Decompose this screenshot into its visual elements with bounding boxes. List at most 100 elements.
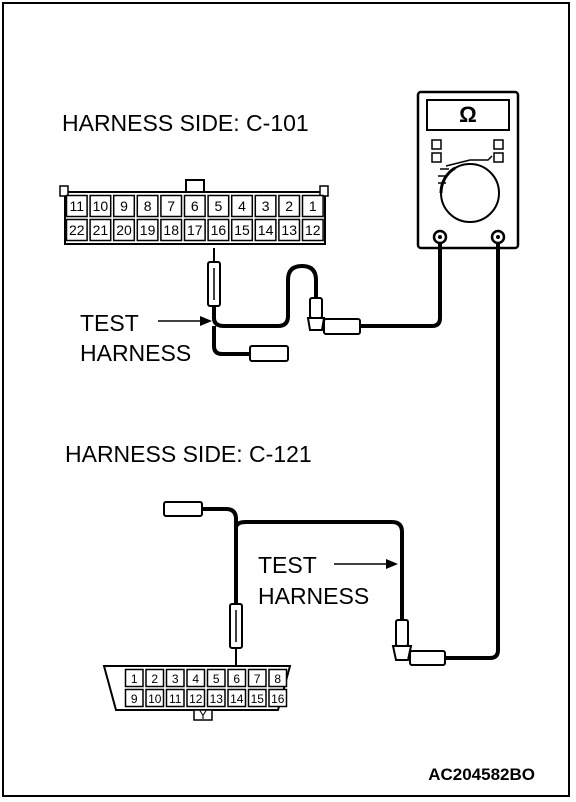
c101-latch [59,185,69,197]
c101-pin-label: 8 [144,198,152,214]
c121-pin-label: 14 [230,692,244,706]
c121-pin-label: 16 [271,692,285,706]
clip-sleeve [309,297,323,319]
ohmmeter: Ω [416,90,520,250]
c101-pin-cell [65,194,88,218]
c101-pin-label: 6 [191,198,199,214]
c101-pin-cell [89,194,112,218]
c101-pin-label: 7 [167,198,175,214]
c101-pin-cell [112,194,136,218]
c121-pin-cell [206,668,226,688]
range-indicator [493,152,504,163]
c101-pin-label: 2 [285,198,293,214]
c101-pin-cell [112,218,136,242]
c121-pin-cell [165,668,185,688]
c101-pin-cell [136,194,159,218]
harness-branch [212,326,250,356]
c121-pin-cell [165,688,185,708]
c101-pin-label: 14 [258,222,274,238]
test-harness-upper-label-line2: HARNESS [80,340,191,366]
c101-pin-cell [136,218,159,242]
c121-pin-cell [206,688,226,708]
c121-pin-cell [124,688,144,708]
c101-pin-cell [278,218,301,242]
c101-pin-label: 22 [69,222,85,238]
c121-pin-cell [145,688,165,708]
c121-pin-label: 1 [131,672,138,686]
jack-center [496,235,500,239]
c101-pin-cell [230,218,254,242]
range-indicator [431,139,442,150]
c101-pin-cell [254,218,277,242]
c121-pin-cell [186,668,206,688]
c121-pin-label: 9 [131,692,138,706]
jack-center [438,235,442,239]
c101-pin-cell [278,194,301,218]
alligator-clip [306,317,326,331]
c121-pin-cell [247,668,267,688]
c101-pin-cell [65,218,88,242]
c121-pin-label: 2 [151,672,158,686]
c101-pin-cell [207,194,230,218]
c121-pin-cell [227,688,247,708]
c101-pin-label: 3 [262,198,270,214]
meter-lead-left [360,243,442,328]
meter-lead-right [445,243,500,660]
c101-pin-label: 19 [140,222,156,238]
test-harness-upper-label-line1: TEST [80,310,139,336]
c121-pin-cell [124,668,144,688]
c101-title: HARNESS SIDE: C-101 [62,110,309,136]
clip-sleeve [395,619,409,647]
c101-pin-label: 17 [187,222,203,238]
c101-pin-label: 12 [305,222,321,238]
c101-pin-cell [160,218,183,242]
c101-pin-cell [207,218,230,242]
harness-open-plug [163,501,203,517]
harness-cable [202,507,238,604]
arrow-test-harness-lower [334,559,398,569]
c121-pin-label: 3 [172,672,179,686]
c121-pin-label: 7 [254,672,261,686]
c121-key-label: Y [199,708,207,722]
c101-pin-label: 5 [215,198,223,214]
c121-pin-label: 6 [233,672,240,686]
c101-pin-cell [254,194,277,218]
meter-probe-plug [323,318,361,335]
c101-pin-label: 4 [238,198,246,214]
c121-pin-cell [268,688,288,708]
test-harness-lower [163,501,446,667]
harness-branch [234,520,404,620]
dial-arc [439,166,456,194]
c101-pin-cell [301,194,324,218]
c121-pin-label: 4 [192,672,199,686]
c101-pin-cell [183,218,206,242]
harness-cable [212,263,318,328]
c121-pin-label: 12 [189,692,203,706]
diagram-frame [2,2,570,797]
c101-pin-label: 15 [234,222,250,238]
arrow-test-harness-upper [158,316,212,326]
c101-pin-cell [230,194,254,218]
meter-probe-plug [409,650,446,666]
c101-pin-label: 9 [120,198,128,214]
harness-open-plug [249,345,289,362]
ohm-symbol: Ω [459,102,477,127]
test-harness-upper [207,248,361,362]
c101-pin-label: 1 [309,198,317,214]
c121-pin-label: 8 [274,672,281,686]
c101-pin-cell [160,194,183,218]
c121-pin-cell [186,688,206,708]
c121-pin-label: 10 [148,692,162,706]
meter-display [426,99,510,131]
c121-pin-label: 13 [210,692,224,706]
c121-pin-label: 15 [251,692,265,706]
c121-pin-cell [247,688,267,708]
c101-pin-cell [183,194,206,218]
range-indicator [493,139,504,150]
c101-pin-cell [301,218,324,242]
test-harness-lower-label-line1: TEST [258,552,317,578]
c101-latch [319,185,329,197]
